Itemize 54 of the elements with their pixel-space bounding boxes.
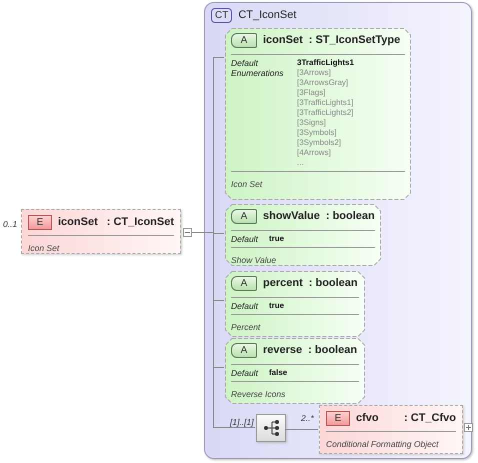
attribute-badge: A bbox=[231, 276, 257, 290]
attribute-badge: A bbox=[231, 342, 257, 358]
occurrence-label: 2..* bbox=[301, 413, 314, 423]
type-name: CT_IconSet bbox=[238, 9, 296, 21]
enumeration-value: [3Signs] bbox=[297, 118, 327, 128]
enumeration-value: [3Symbols] bbox=[297, 128, 338, 138]
attribute-name: reverse bbox=[263, 344, 302, 356]
enumeration-value: [3TrafficLights1] bbox=[297, 98, 354, 108]
attribute-type: : boolean bbox=[326, 210, 375, 222]
element-badge: E bbox=[326, 410, 350, 426]
attribute-name: percent bbox=[263, 277, 303, 289]
default-value: true bbox=[269, 301, 284, 311]
documentation-text: Percent bbox=[230, 321, 262, 333]
enumeration-value: [3Arrows] bbox=[297, 68, 332, 78]
default-value: true bbox=[269, 234, 284, 244]
attribute-box bbox=[225, 271, 365, 337]
attribute-box bbox=[225, 28, 411, 200]
connector-line bbox=[284, 429, 318, 430]
default-value: false bbox=[269, 368, 288, 378]
property-label: Default bbox=[231, 234, 260, 244]
documentation-text: Conditional Formatting Object bbox=[325, 438, 440, 450]
attribute-name: showValue bbox=[263, 210, 320, 222]
element-type: : CT_IconSet bbox=[106, 216, 174, 228]
type-badge: CT bbox=[211, 8, 232, 22]
element-name: cfvo bbox=[356, 412, 379, 424]
attribute-box bbox=[225, 338, 365, 404]
element-type: : CT_Cfvo bbox=[404, 412, 456, 424]
enumeration-value: [4Arrows] bbox=[297, 148, 332, 158]
documentation-text: Icon Set bbox=[27, 242, 60, 254]
complex-type-panel bbox=[204, 2, 472, 459]
documentation-text: Icon Set bbox=[230, 178, 264, 190]
property-label: Default bbox=[231, 58, 260, 68]
enumeration-value: [3TrafficLights2] bbox=[297, 108, 354, 118]
enumeration-value: [3ArrowsGray] bbox=[297, 78, 350, 88]
enumeration-value: ... bbox=[297, 158, 305, 168]
documentation-text: Reverse Icons bbox=[230, 388, 286, 400]
property-label: Default bbox=[231, 301, 260, 311]
property-label: Default bbox=[231, 368, 260, 378]
attribute-type: : boolean bbox=[308, 344, 358, 356]
occurrence-label: [1]..[1] bbox=[230, 417, 254, 427]
element-badge: E bbox=[28, 214, 52, 230]
attribute-badge: A bbox=[231, 208, 257, 224]
attribute-type: : boolean bbox=[308, 277, 358, 289]
attribute-box bbox=[225, 204, 381, 266]
attribute-name: iconSet bbox=[263, 34, 303, 46]
documentation-text: Show Value bbox=[230, 254, 278, 266]
property-label: Enumerations bbox=[231, 68, 284, 78]
default-value: 3TrafficLights1 bbox=[297, 58, 354, 68]
attribute-type: : ST_IconSetType bbox=[308, 34, 400, 46]
element-name: iconSet bbox=[58, 216, 98, 228]
attribute-badge: A bbox=[231, 32, 257, 48]
enumeration-value: [3Flags] bbox=[297, 88, 326, 98]
occurrence-label: 0..1 bbox=[3, 219, 18, 229]
enumeration-value: [3Symbols2] bbox=[297, 138, 342, 148]
